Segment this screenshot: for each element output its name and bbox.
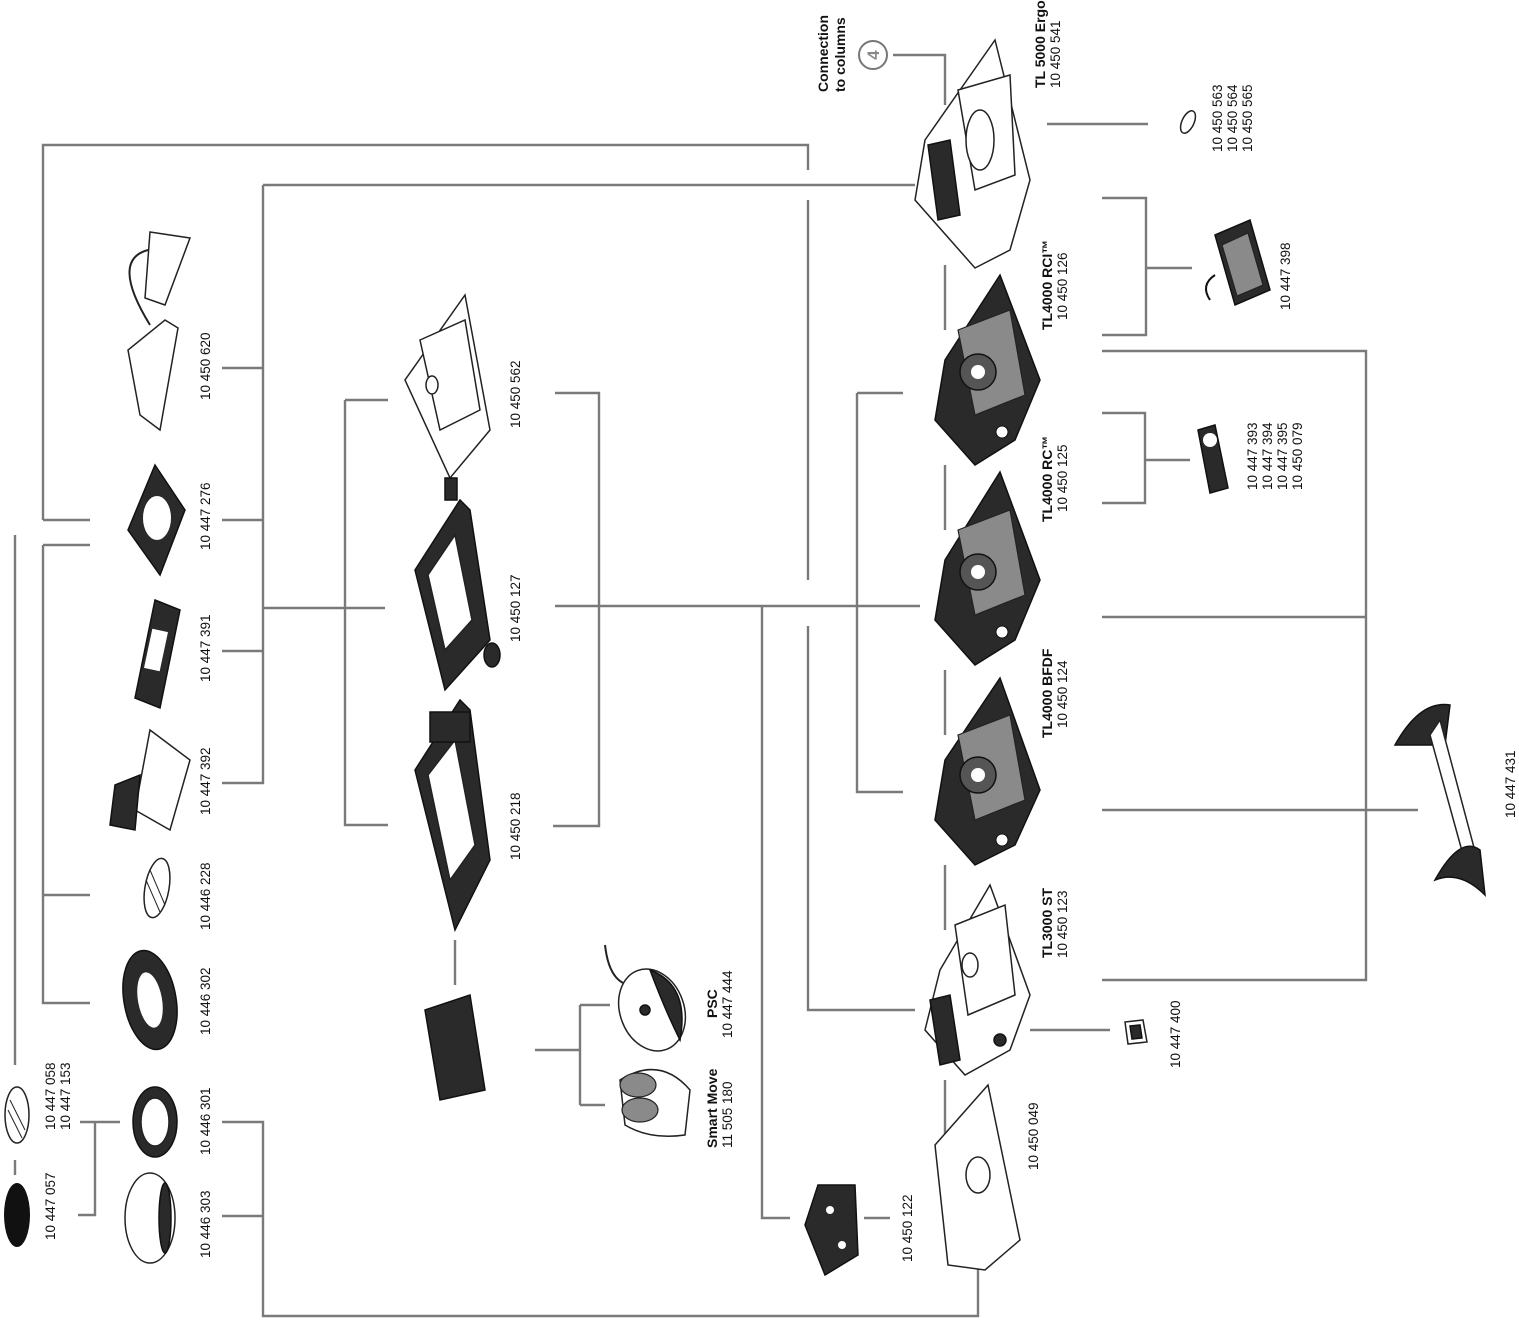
code-10447394: 10 447 394 bbox=[1260, 422, 1275, 490]
filter-disc-10447057: 10 447 057 bbox=[4, 1172, 58, 1247]
tl3000st-code: 10 450 123 bbox=[1055, 890, 1070, 958]
small-filter-10447400: 10 447 400 bbox=[1124, 1000, 1183, 1068]
accessory-10446302: 10 446 302 bbox=[122, 949, 213, 1051]
smartmove-code: 11 505 180 bbox=[720, 1081, 735, 1148]
connection-label-line1: Connection bbox=[815, 15, 831, 92]
code-10450122: 10 450 122 bbox=[900, 1194, 915, 1262]
code-10450565: 10 450 565 bbox=[1240, 84, 1255, 152]
code-10450127: 10 450 127 bbox=[508, 574, 523, 642]
code-10447153: 10 447 153 bbox=[58, 1062, 73, 1130]
connection-callout: 4 Connection to columns bbox=[815, 15, 888, 92]
code-10447395: 10 447 395 bbox=[1275, 422, 1290, 490]
code-10450079: 10 450 079 bbox=[1290, 422, 1305, 490]
code-10447057: 10 447 057 bbox=[43, 1172, 58, 1240]
stage-10450127: 10 450 127 bbox=[414, 477, 523, 692]
tl4000rc-name: TL4000 RC™ bbox=[1039, 436, 1055, 522]
tl4000bfdf-name: TL4000 BFDF bbox=[1039, 648, 1055, 738]
connection-label-line2: to columns bbox=[832, 17, 848, 92]
filter-slider-10447393: 10 447 393 10 447 394 10 447 395 10 450 … bbox=[1197, 422, 1305, 494]
adapter-10450122: 10 450 122 bbox=[804, 1184, 915, 1277]
accessory-10447276: 10 447 276 bbox=[127, 463, 213, 577]
code-10447400: 10 447 400 bbox=[1168, 1000, 1183, 1068]
control-box bbox=[424, 994, 486, 1101]
code-10450620: 10 450 620 bbox=[198, 332, 213, 400]
tl3000-st-base: TL3000 ST 10 450 123 bbox=[924, 883, 1070, 1076]
code-10446303: 10 446 303 bbox=[198, 1190, 213, 1258]
ring-10450563: 10 450 563 10 450 564 10 450 565 bbox=[1179, 84, 1255, 152]
accessory-10446228: 10 446 228 bbox=[143, 857, 213, 930]
armrest-10447431: 10 447 431 bbox=[1393, 703, 1518, 898]
code-10447392: 10 447 392 bbox=[198, 747, 213, 815]
tl5000-code: 10 450 541 bbox=[1048, 20, 1063, 88]
tl4000-rci-base: TL4000 RCI™ 10 450 126 bbox=[934, 240, 1070, 466]
tl4000rc-code: 10 450 125 bbox=[1055, 444, 1070, 512]
callout-number-circle bbox=[858, 40, 888, 70]
stage-insert-10450562: 10 450 562 bbox=[404, 293, 523, 480]
tl4000-rc-base: TL4000 RC™ 10 450 125 bbox=[934, 436, 1070, 666]
code-10450563: 10 450 563 bbox=[1210, 84, 1225, 152]
code-10446302: 10 446 302 bbox=[198, 967, 213, 1035]
tl5000-ergo-base: TL 5000 Ergo 10 450 541 bbox=[914, 0, 1063, 269]
tl4000rci-code: 10 450 126 bbox=[1055, 252, 1070, 320]
filter-disc-10447058: 10 447 058 10 447 153 bbox=[4, 1062, 73, 1144]
accessory-10447391: 10 447 391 bbox=[134, 598, 213, 710]
psc-joystick: PSC 10 447 444 bbox=[604, 944, 735, 1052]
code-10450564: 10 450 564 bbox=[1225, 84, 1240, 152]
code-10447431: 10 447 431 bbox=[1503, 750, 1518, 818]
connector-lines bbox=[13, 53, 1418, 1318]
code-10447276: 10 447 276 bbox=[198, 482, 213, 550]
tl3000st-name: TL3000 ST bbox=[1039, 888, 1055, 958]
glass-plate-10450049: 10 450 049 bbox=[934, 1083, 1041, 1271]
code-10450218: 10 450 218 bbox=[508, 792, 523, 860]
accessory-10446303: 10 446 303 bbox=[124, 1172, 213, 1264]
footswitch-10447398: 10 447 398 bbox=[1205, 218, 1293, 310]
accessory-10450620: 10 450 620 bbox=[127, 231, 213, 432]
code-10450562: 10 450 562 bbox=[508, 360, 523, 428]
tl4000rci-name: TL4000 RCI™ bbox=[1039, 240, 1055, 330]
accessory-10447392: 10 447 392 bbox=[109, 728, 213, 832]
code-10447058: 10 447 058 bbox=[43, 1062, 58, 1130]
callout-number: 4 bbox=[864, 50, 883, 60]
code-10450049: 10 450 049 bbox=[1026, 1102, 1041, 1170]
psc-name: PSC bbox=[704, 989, 720, 1018]
stage-10450218: 10 450 218 bbox=[414, 698, 523, 933]
psc-code: 10 447 444 bbox=[720, 970, 735, 1038]
tl4000bfdf-code: 10 450 124 bbox=[1055, 660, 1070, 728]
code-10447391: 10 447 391 bbox=[198, 614, 213, 682]
tl4000-bfdf-base: TL4000 BFDF 10 450 124 bbox=[934, 648, 1070, 866]
accessory-10446301: 10 446 301 bbox=[132, 1086, 213, 1158]
code-10447398: 10 447 398 bbox=[1278, 242, 1293, 310]
code-10446228: 10 446 228 bbox=[198, 862, 213, 930]
code-10446301: 10 446 301 bbox=[198, 1087, 213, 1155]
smartmove-name: Smart Move bbox=[704, 1068, 720, 1148]
code-10447393: 10 447 393 bbox=[1245, 422, 1260, 490]
smart-move-control: Smart Move 11 505 180 bbox=[619, 1068, 735, 1148]
tl5000-name: TL 5000 Ergo bbox=[1032, 0, 1048, 88]
